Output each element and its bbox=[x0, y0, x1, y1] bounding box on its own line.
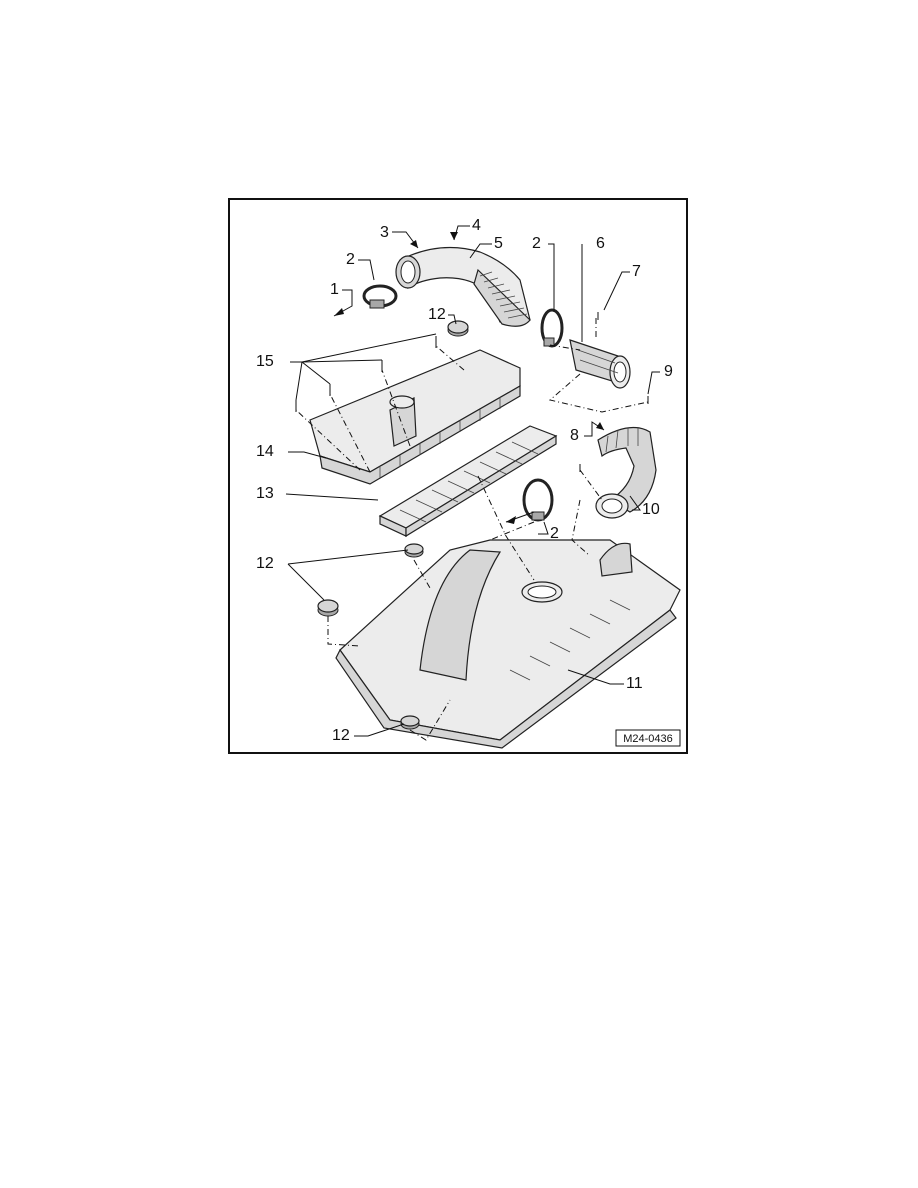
callout-5: 5 bbox=[494, 235, 503, 252]
rubber-grommet-bottom bbox=[400, 715, 420, 730]
callout-12-left: 12 bbox=[256, 555, 274, 572]
rubber-grommet-left bbox=[317, 599, 339, 617]
callout-12-top: 12 bbox=[428, 306, 446, 323]
rubber-grommet-mid bbox=[404, 543, 424, 558]
callout-2-clamp-right: 2 bbox=[532, 235, 541, 252]
callout-14: 14 bbox=[256, 443, 274, 460]
hose-clamp-right bbox=[540, 308, 564, 348]
callout-2-clamp-left: 2 bbox=[346, 251, 355, 268]
filter-element bbox=[378, 425, 558, 538]
callout-11: 11 bbox=[626, 675, 643, 692]
callout-7: 7 bbox=[632, 263, 641, 280]
intake-hose bbox=[395, 246, 531, 327]
callout-4: 4 bbox=[472, 217, 481, 234]
air-filter-lower-housing bbox=[335, 539, 681, 749]
callout-8: 8 bbox=[570, 427, 579, 444]
callout-3: 3 bbox=[380, 224, 389, 241]
exploded-diagram-frame: 1 2 3 4 5 2 6 7 12 15 9 8 14 13 10 2 12 … bbox=[228, 198, 688, 754]
callout-13: 13 bbox=[256, 485, 274, 502]
assembly-centerlines bbox=[295, 318, 649, 741]
rubber-grommet-top bbox=[447, 320, 469, 337]
figure-reference: M24-0436 bbox=[615, 729, 681, 747]
elbow-hose bbox=[595, 426, 657, 519]
callout-9: 9 bbox=[664, 363, 673, 380]
hose-clamp-left bbox=[362, 284, 398, 309]
air-mass-meter bbox=[569, 339, 631, 389]
callout-1: 1 bbox=[330, 281, 339, 298]
callout-6: 6 bbox=[596, 235, 605, 252]
hose-clamp-middle bbox=[522, 478, 554, 522]
figure-reference-code: M24-0436 bbox=[623, 733, 673, 745]
leader-lines bbox=[285, 225, 660, 737]
callout-10: 10 bbox=[642, 501, 660, 518]
callout-2-clamp-middle: 2 bbox=[550, 525, 559, 542]
air-filter-exploded-view: 1 2 3 4 5 2 6 7 12 15 9 8 14 13 10 2 12 … bbox=[256, 217, 681, 749]
callout-12-bottom: 12 bbox=[332, 727, 350, 744]
callout-labels: 1 2 3 4 5 2 6 7 12 15 9 8 14 13 10 2 12 … bbox=[256, 217, 673, 744]
callout-15: 15 bbox=[256, 353, 274, 370]
